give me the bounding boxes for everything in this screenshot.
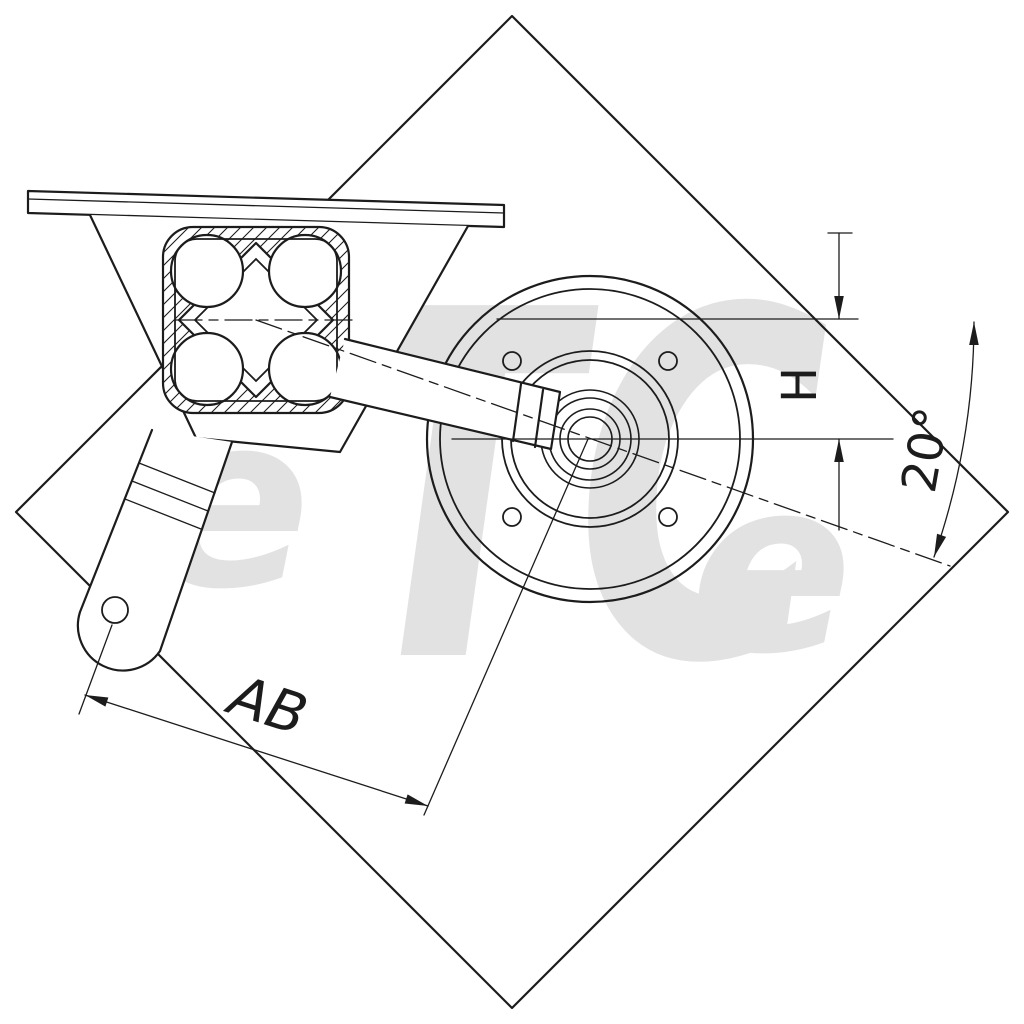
tube-inner-wall	[174, 238, 338, 402]
ab-extension-line	[78, 624, 113, 715]
swing-arm	[76, 428, 234, 672]
swing-arm-outline	[76, 428, 234, 672]
centerlines	[255, 318, 951, 567]
wheel-bolt-hole	[502, 351, 522, 371]
rubber-cord	[267, 233, 343, 309]
ab-dimension-line	[84, 694, 429, 807]
wheel-bolt-hole	[658, 507, 678, 527]
angle-arc	[933, 321, 979, 558]
wheel-bolt-hole	[502, 507, 522, 527]
rubber-cord	[169, 331, 245, 407]
mounting-plate	[26, 189, 506, 229]
mounting-plate-body	[28, 191, 504, 227]
dimension-h: H	[772, 232, 853, 531]
axle-tube-section	[161, 225, 353, 415]
swing-arm-marks	[124, 462, 216, 530]
swing-arm-hole	[101, 596, 129, 624]
stub-axle-outline	[328, 337, 562, 451]
mounting-plate-inner-line	[27, 198, 505, 214]
watermark-right-letter: e	[690, 427, 853, 707]
rubber-cord	[169, 233, 245, 309]
hub-axis-extension-line	[423, 438, 589, 816]
h-dim-label: H	[772, 367, 828, 403]
wheel-bolt-hole	[658, 351, 678, 371]
arm-axis-centerline	[255, 319, 951, 567]
tube-outer-wall	[161, 225, 351, 415]
mounting-plate-outline	[26, 189, 506, 229]
